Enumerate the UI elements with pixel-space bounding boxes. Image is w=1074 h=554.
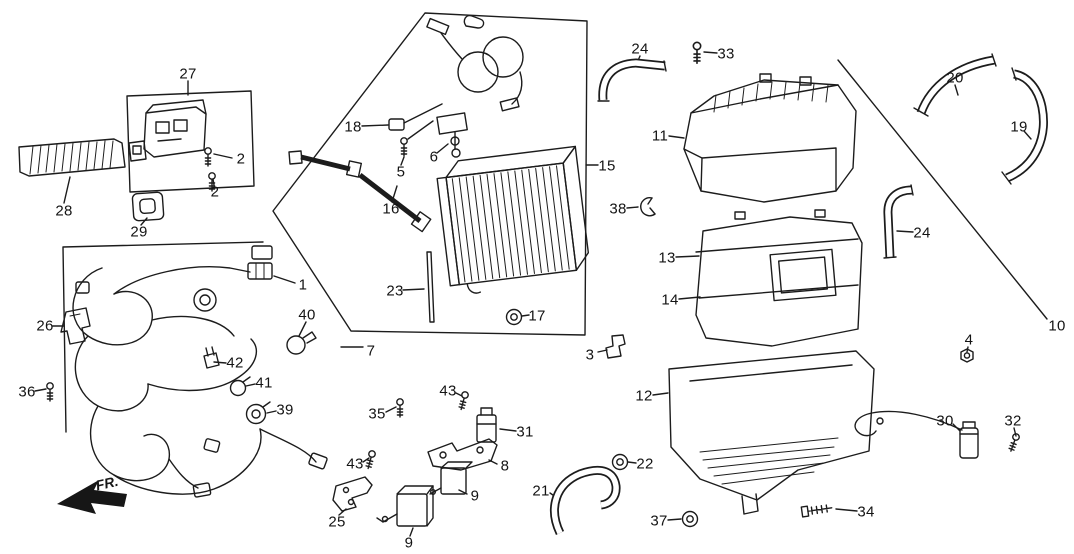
seal-strip-23 xyxy=(426,251,435,323)
callout-40: 40 xyxy=(298,306,316,324)
callout-9-b: 9 xyxy=(404,534,414,552)
clamp-40 xyxy=(286,331,317,355)
screw-43-a xyxy=(457,390,470,412)
fr-label: FR. xyxy=(94,473,120,494)
slat-panel-28 xyxy=(18,138,126,177)
callout-34: 34 xyxy=(857,503,875,521)
grommet-22 xyxy=(611,453,629,471)
harness-connectors xyxy=(75,245,328,498)
callout-16: 16 xyxy=(382,200,400,218)
hose-24-right xyxy=(883,184,914,259)
callout-42: 42 xyxy=(226,354,244,372)
callout-11: 11 xyxy=(651,127,669,145)
callout-24-b: 24 xyxy=(913,224,931,242)
screw-33 xyxy=(692,41,702,65)
pipe-16 xyxy=(288,150,432,233)
bolt-34 xyxy=(800,504,833,518)
callout-3: 3 xyxy=(585,346,595,364)
callout-33: 33 xyxy=(717,45,735,63)
hose-24-top xyxy=(597,58,667,102)
callout-30: 30 xyxy=(936,412,954,430)
callout-6: 6 xyxy=(429,148,439,166)
clamp-39 xyxy=(245,401,271,425)
evaporator-kit-boundary xyxy=(272,12,588,336)
wire-harness-7 xyxy=(72,266,317,495)
callout-20: 20 xyxy=(946,69,964,87)
callout-37: 37 xyxy=(650,512,668,530)
callout-5: 5 xyxy=(396,163,406,181)
bracket-29 xyxy=(131,191,165,222)
callout-2-b: 2 xyxy=(210,183,220,201)
clamp-42 xyxy=(203,346,220,369)
grommet-17 xyxy=(505,308,523,326)
evaporator-core xyxy=(436,145,590,294)
callout-41: 41 xyxy=(255,374,273,392)
sensor-18 xyxy=(388,103,443,131)
bolt-5 xyxy=(400,137,408,157)
callout-43-b: 43 xyxy=(346,455,364,473)
callout-4: 4 xyxy=(964,331,974,349)
callout-38: 38 xyxy=(609,200,627,218)
callout-1: 1 xyxy=(298,276,308,294)
callout-26: 26 xyxy=(36,317,54,335)
callout-27: 27 xyxy=(179,65,197,83)
fr-arrow: FR. xyxy=(57,473,127,514)
callout-8: 8 xyxy=(500,457,510,475)
callout-14: 14 xyxy=(661,291,679,309)
callout-15: 15 xyxy=(598,157,616,175)
screw-32 xyxy=(1007,432,1021,453)
callout-17: 17 xyxy=(528,307,546,325)
hose-19 xyxy=(1001,67,1048,185)
callout-10: 10 xyxy=(1048,317,1066,335)
callout-9-a: 9 xyxy=(470,487,480,505)
callout-7: 7 xyxy=(366,342,376,360)
hose-20 xyxy=(913,53,997,117)
control-unit-27 xyxy=(128,99,207,162)
coiled-hose xyxy=(426,14,524,112)
harness-boundary xyxy=(62,241,264,433)
callout-24-a: 24 xyxy=(631,40,649,58)
bracket-8 xyxy=(427,438,498,471)
blower-case-upper-11 xyxy=(683,73,857,203)
clamp-3 xyxy=(605,334,626,359)
clip-26 xyxy=(60,307,91,345)
screw-36 xyxy=(46,382,54,402)
valve-6 xyxy=(407,112,468,158)
switch-31 xyxy=(476,407,497,443)
callout-2-a: 2 xyxy=(236,150,246,168)
control-unit-boundary xyxy=(126,90,255,193)
callout-39: 39 xyxy=(276,401,294,419)
nut-4 xyxy=(960,348,974,363)
callout-22: 22 xyxy=(636,455,654,473)
callout-28: 28 xyxy=(55,202,73,220)
drain-hose-21 xyxy=(550,466,621,535)
leader-lines xyxy=(34,51,1048,537)
callout-21: 21 xyxy=(532,482,550,500)
bolt-35 xyxy=(396,398,404,418)
bracket-25 xyxy=(332,476,373,512)
clamp-41 xyxy=(229,376,251,397)
callout-29: 29 xyxy=(130,223,148,241)
relay-9-a xyxy=(376,485,434,527)
lower-case-12 xyxy=(668,350,875,515)
callout-12: 12 xyxy=(635,387,653,405)
callout-13: 13 xyxy=(658,249,676,267)
clip-38 xyxy=(640,197,656,217)
callout-43-a: 43 xyxy=(439,382,457,400)
callout-32: 32 xyxy=(1004,412,1022,430)
callout-31: 31 xyxy=(516,423,534,441)
heater-case-middle-13-14 xyxy=(695,209,863,347)
callout-36: 36 xyxy=(18,383,36,401)
callout-35: 35 xyxy=(368,405,386,423)
relay-9-b xyxy=(429,461,473,496)
thermostat-30 xyxy=(854,410,979,459)
callout-23: 23 xyxy=(386,282,404,300)
callout-19: 19 xyxy=(1010,118,1028,136)
callout-25: 25 xyxy=(328,513,346,531)
callout-18: 18 xyxy=(344,118,362,136)
grommet-37 xyxy=(681,510,699,528)
